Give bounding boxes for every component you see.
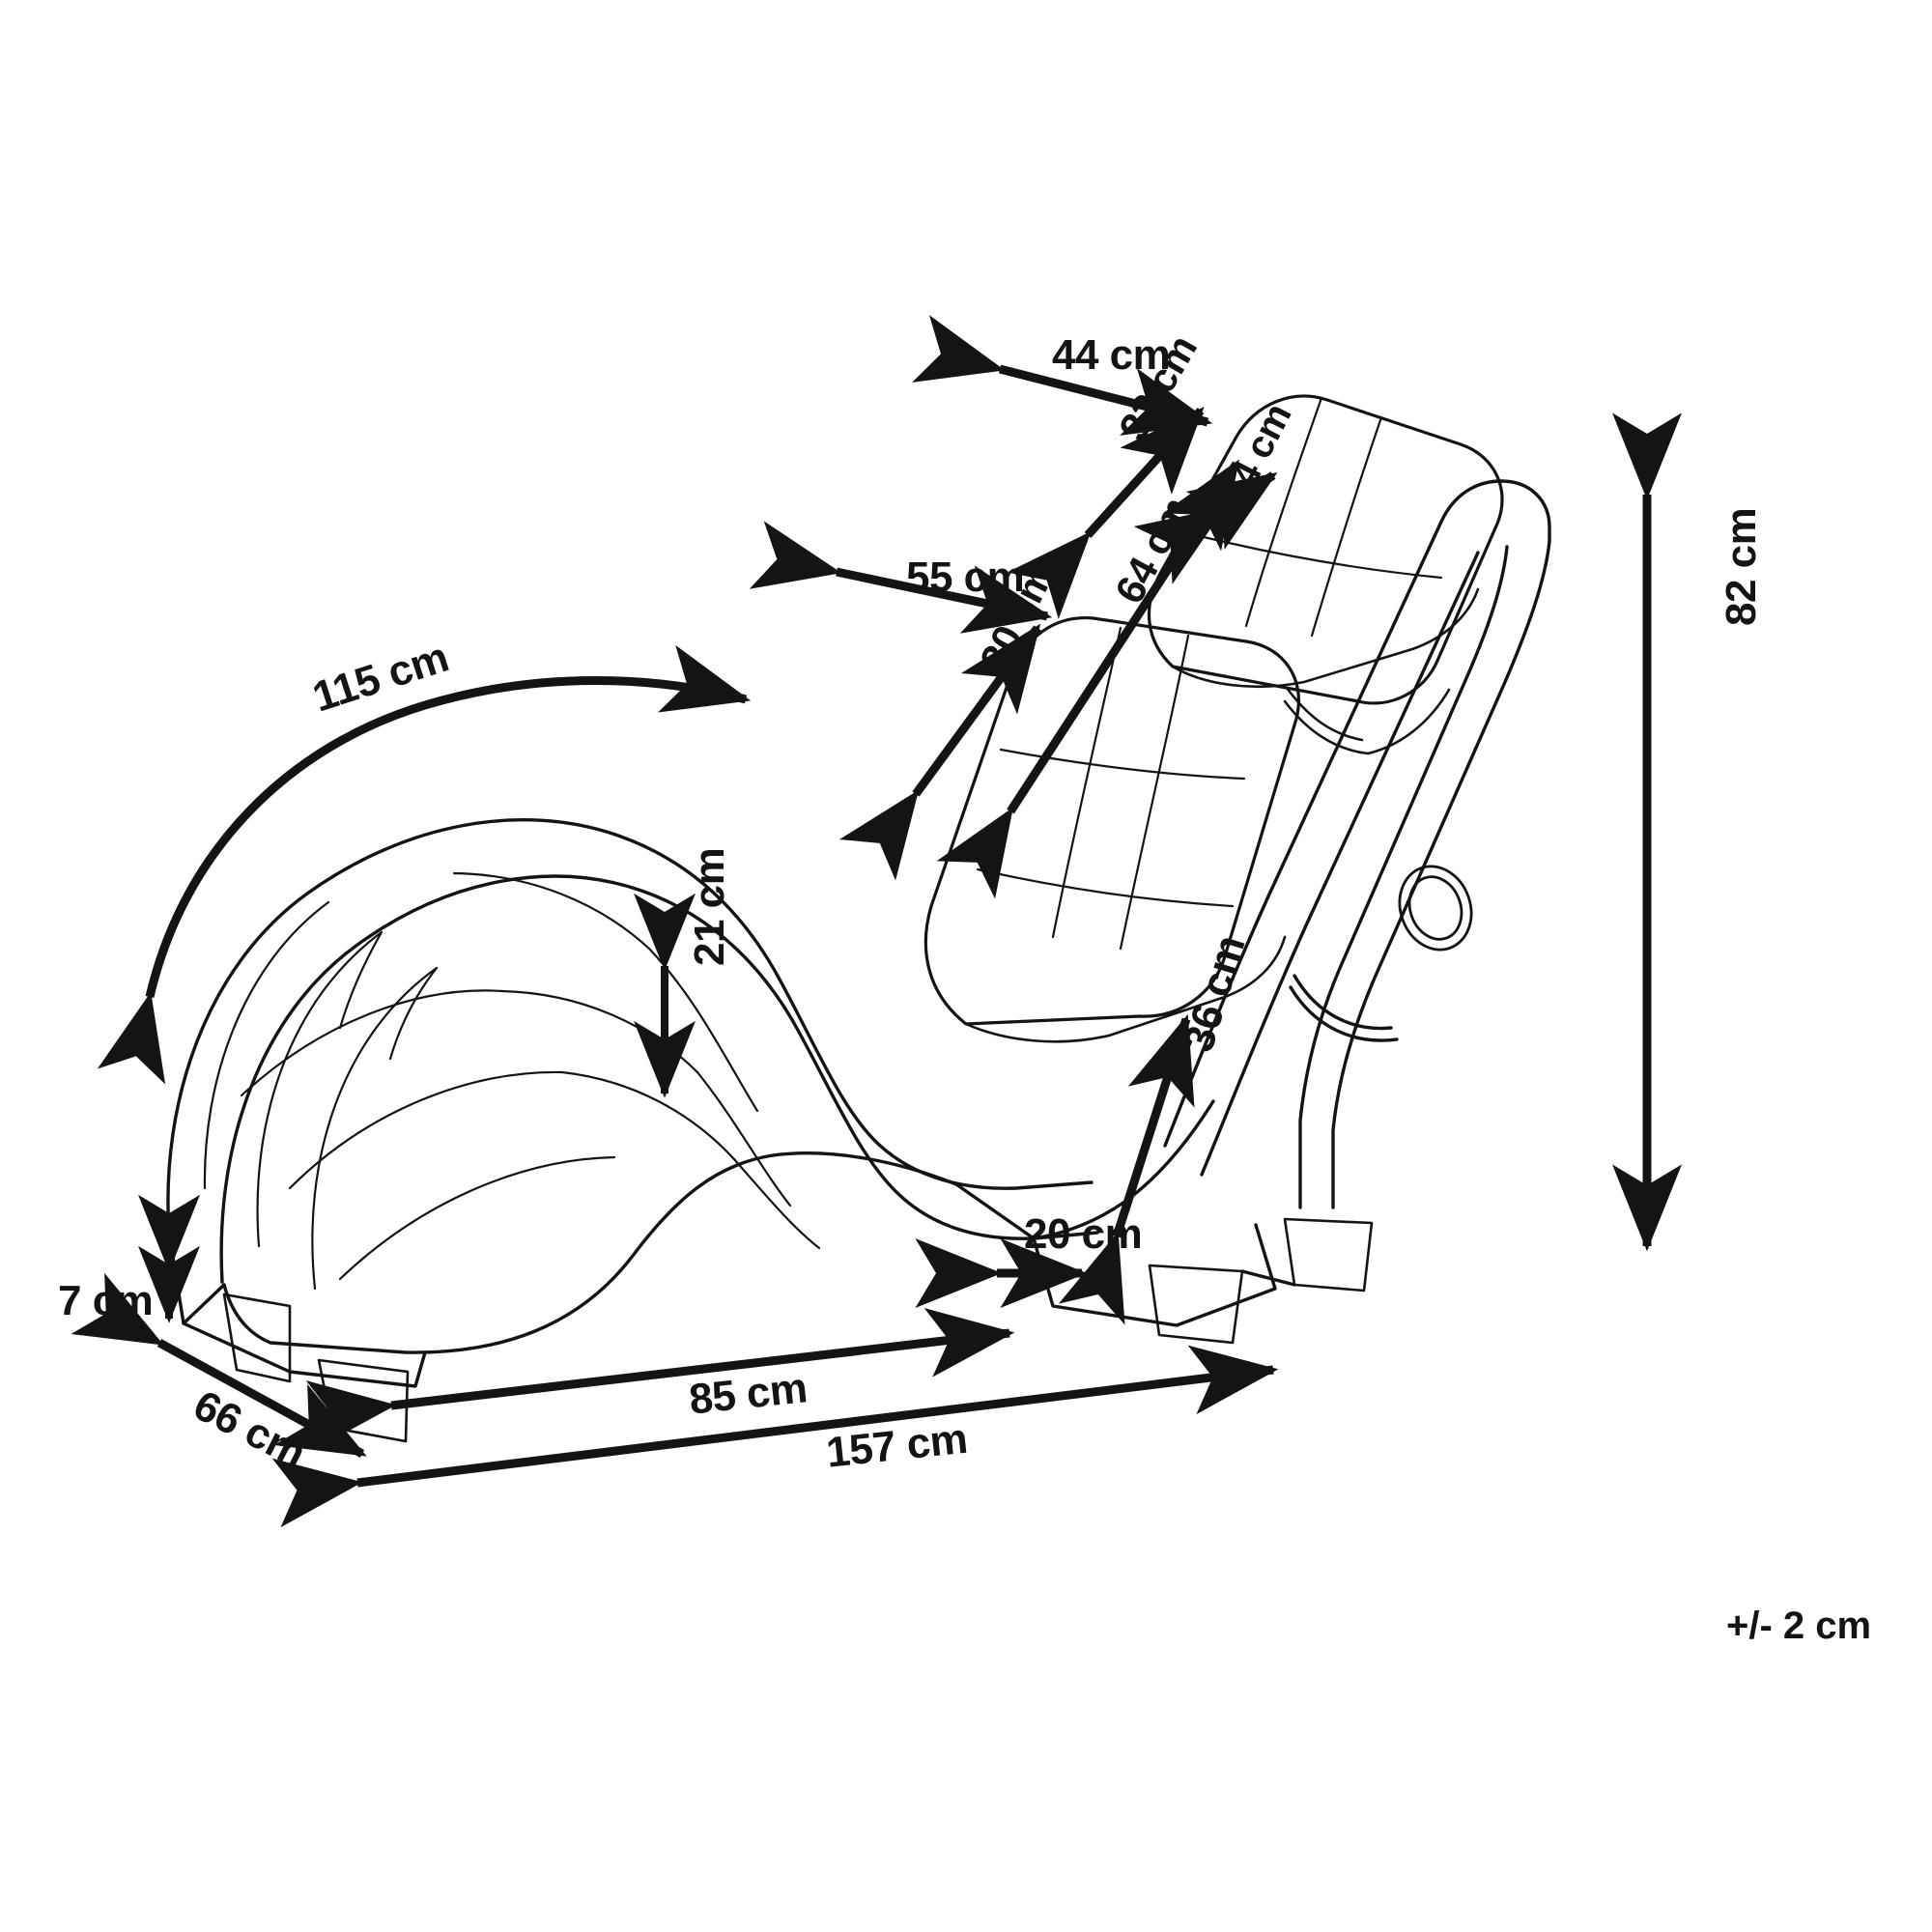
base-rail-right [1240,1269,1296,1287]
dim-arrow-115cm [97,644,752,1085]
dim-arrow-64cm [936,459,1240,899]
backrest-waist-notch2 [1289,985,1399,1042]
dim-label-55cm: 55 cm [906,554,1025,601]
backrest-panel [1163,479,1551,1148]
dim-arrow-36cm [1058,1013,1195,1325]
seat-body-outline [166,818,1094,1235]
leg-right-front [1148,1264,1244,1345]
back-cushion-seams [976,626,1246,951]
headrest-support-gap [1285,686,1364,742]
leg-left-back [317,1358,410,1443]
backrest-right-edge [1331,539,1551,1209]
dim-arrow-157cm [271,1345,1279,1528]
leg-right-rear [1283,1217,1374,1293]
furniture-outline [166,394,1551,1443]
dim-label-7cm: 7 cm [58,1277,154,1324]
dim-arrow-14cm [1133,471,1278,584]
base-plinth-left [167,1231,427,1388]
tolerance-note: +/- 2 cm [1726,1605,1872,1647]
dim-label-82cm: 82 cm [1718,507,1765,626]
seat-underside-curve [222,1151,1036,1354]
dim-label-44cm: 44 cm [1052,331,1171,379]
headrest-support-gap2 [1283,699,1370,755]
dim-label-21cm: 21 cm [686,847,733,966]
backrest-panel-front [1200,551,1480,1177]
backrest-button-ring-inner [1407,875,1463,941]
backrest-right-inner [1298,545,1509,1209]
dim-label-20cm: 20 cm [1024,1210,1143,1258]
headrest-cushion-outline [1148,394,1504,705]
backrest-button-ring-outer [1398,865,1473,952]
dimension-lines [71,315,1682,1528]
backrest-waist-notch [1293,974,1393,1031]
backrest-top-shoulder [1366,688,1451,755]
base-plinth-left-lower [182,1283,226,1325]
